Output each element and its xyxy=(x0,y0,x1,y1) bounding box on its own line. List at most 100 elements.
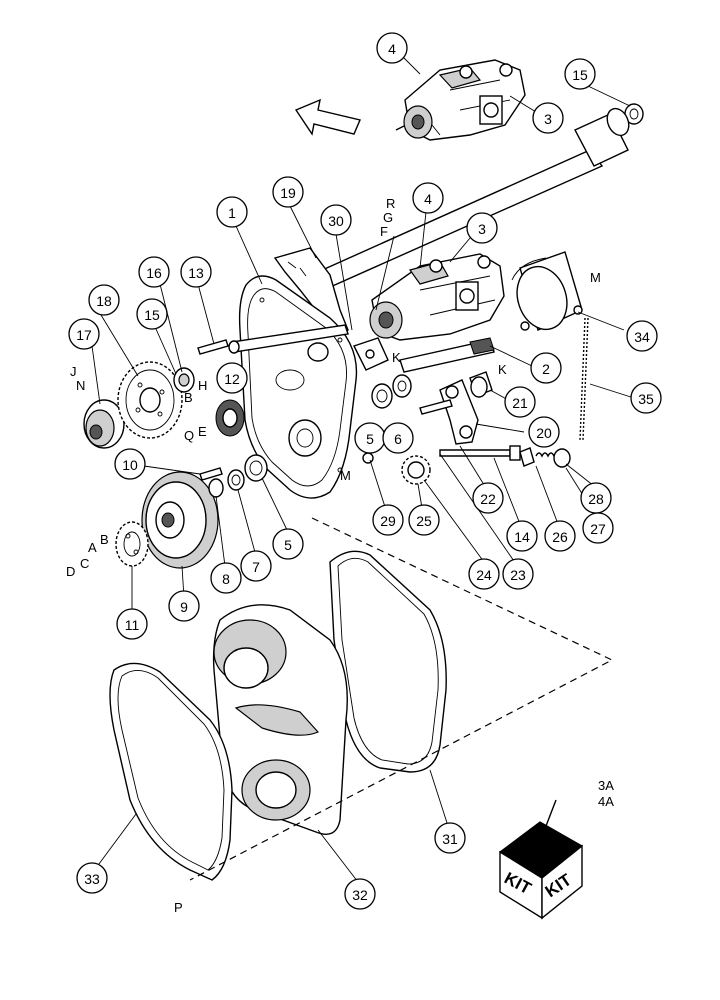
callout-number: 4 xyxy=(424,191,432,207)
long-tube xyxy=(298,107,630,297)
callout-number: 31 xyxy=(442,831,458,847)
callout-c7: 7 xyxy=(240,550,272,582)
callout-c3b: 3 xyxy=(466,212,498,244)
label-J: J xyxy=(70,364,77,379)
washer-top xyxy=(624,103,644,125)
label-M-top: M xyxy=(590,270,601,285)
key xyxy=(197,339,229,355)
washers-right xyxy=(371,374,412,409)
callout-number: 18 xyxy=(96,293,112,309)
label-F: F xyxy=(380,224,388,239)
callout-number: 20 xyxy=(536,425,552,441)
callout-c12: 12 xyxy=(216,362,248,394)
callout-number: 15 xyxy=(144,307,160,323)
gasket-left xyxy=(109,662,233,881)
callout-number: 5 xyxy=(366,431,374,447)
callout-number: 28 xyxy=(588,491,604,507)
callout-number: 8 xyxy=(222,571,230,587)
label-A: A xyxy=(88,540,97,555)
drive-shaft xyxy=(228,324,349,354)
bushing xyxy=(469,371,493,398)
direction-arrow xyxy=(294,98,361,136)
callout-c35: 35 xyxy=(630,382,662,414)
callout-number: 3 xyxy=(478,221,486,237)
chain xyxy=(579,317,589,441)
callout-c8: 8 xyxy=(210,562,242,594)
callout-c22: 22 xyxy=(472,482,504,514)
callout-number: 16 xyxy=(146,265,162,281)
callout-c4b: 4 xyxy=(412,182,444,214)
kit-label-4A: 4A xyxy=(598,794,614,809)
washers-left xyxy=(208,454,268,498)
tension-arm xyxy=(439,379,479,445)
label-H: H xyxy=(198,378,207,393)
callout-c11: 11 xyxy=(116,608,148,640)
label-K-2: K xyxy=(498,362,507,377)
callout-c26: 26 xyxy=(544,520,576,552)
cover xyxy=(212,604,348,835)
label-K-1: K xyxy=(392,350,401,365)
callout-number: 14 xyxy=(514,529,530,545)
callout-number: 27 xyxy=(590,521,606,537)
callout-number: 24 xyxy=(476,567,492,583)
large-gear xyxy=(141,471,219,569)
output-shaft xyxy=(399,337,495,373)
label-B-2: B xyxy=(100,532,109,547)
callout-c19: 19 xyxy=(272,176,304,208)
callout-number: 29 xyxy=(380,513,396,529)
callout-number: 19 xyxy=(280,185,296,201)
callout-c28: 28 xyxy=(580,482,612,514)
label-M-bottom: M xyxy=(340,468,351,483)
leader-lines xyxy=(91,55,635,883)
callout-number: 32 xyxy=(352,887,368,903)
spring-nut-cap xyxy=(519,447,571,468)
callout-c31: 31 xyxy=(434,822,466,854)
callout-c27: 27 xyxy=(582,512,614,544)
callout-number: 10 xyxy=(122,457,138,473)
dashed-assembly-line xyxy=(189,517,614,881)
gasket-right xyxy=(329,550,447,773)
callout-number: 15 xyxy=(572,67,588,83)
small-sprocket-left xyxy=(115,521,149,567)
small-gear xyxy=(215,399,245,437)
callout-number: 17 xyxy=(76,327,92,343)
callout-number: 33 xyxy=(84,871,100,887)
callout-c30: 30 xyxy=(320,204,352,236)
kit-box xyxy=(498,799,584,920)
callout-number: 11 xyxy=(125,617,140,633)
callout-number: 6 xyxy=(394,431,402,447)
label-R: R xyxy=(386,196,395,211)
callout-c16: 16 xyxy=(138,256,170,288)
callout-c15b: 15 xyxy=(136,298,168,330)
hydraulic-pump-main xyxy=(369,253,505,341)
label-E: E xyxy=(198,424,207,439)
callout-c32: 32 xyxy=(344,878,376,910)
label-Q: Q xyxy=(184,428,194,443)
callout-c15a: 15 xyxy=(564,58,596,90)
callout-c24: 24 xyxy=(468,558,500,590)
key-small xyxy=(199,467,223,481)
hydraulic-pump-top xyxy=(395,59,526,141)
large-sprocket xyxy=(117,361,183,439)
callout-c5b: 5 xyxy=(272,528,304,560)
callout-number: 3 xyxy=(544,111,552,127)
hub xyxy=(83,399,125,449)
callout-c18: 18 xyxy=(88,284,120,316)
callout-number: 4 xyxy=(388,41,396,57)
label-C: C xyxy=(80,556,89,571)
left-bushing xyxy=(173,367,195,393)
callout-number: 25 xyxy=(416,513,432,529)
callout-c10: 10 xyxy=(114,448,146,480)
motor-housing xyxy=(511,251,583,331)
callout-c34: 34 xyxy=(626,320,658,352)
label-B-1: B xyxy=(184,390,193,405)
callout-c1: 1 xyxy=(216,196,248,228)
callout-number: 30 xyxy=(328,213,344,229)
bracket xyxy=(353,337,389,371)
callout-number: 34 xyxy=(634,329,650,345)
callout-c33: 33 xyxy=(76,862,108,894)
label-N: N xyxy=(76,378,85,393)
callout-c20: 20 xyxy=(528,416,560,448)
